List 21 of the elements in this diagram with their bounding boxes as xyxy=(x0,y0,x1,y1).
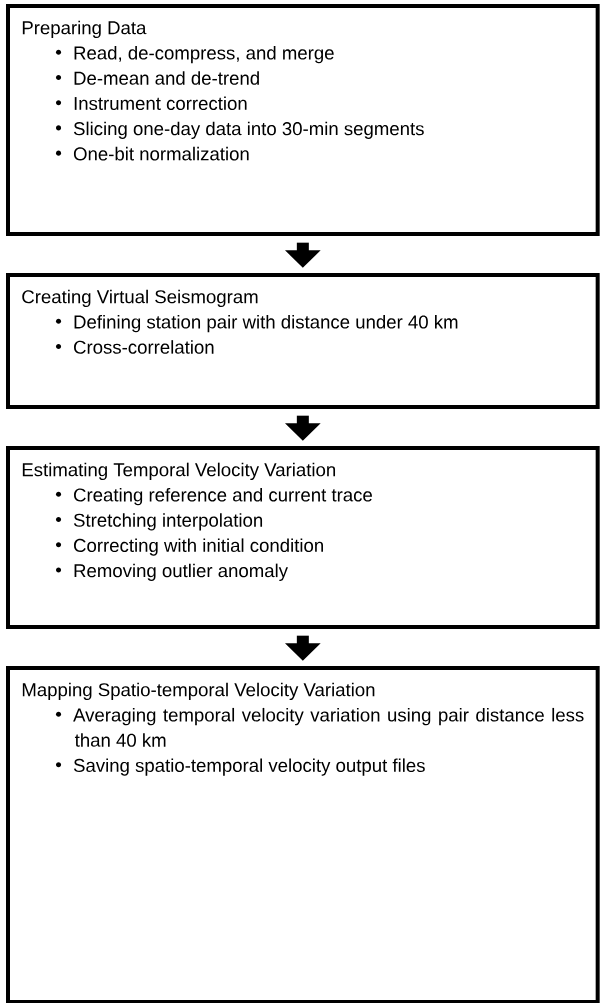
bullet-item: Removing outlier anomaly xyxy=(74,563,288,581)
bullet-item: Cross-correlation xyxy=(74,340,214,354)
bullet-item: Stretching interpolation xyxy=(73,513,263,531)
box-heading: Estimating Temporal Velocity Variation xyxy=(22,462,335,480)
bullet-item: Defining station pair with distance under 40 km xyxy=(74,314,458,333)
bullet-item: One-bit normalization xyxy=(73,146,249,161)
bullet-item: Averaging temporal velocity variation using pair distance less than 40 km xyxy=(73,707,584,747)
process-box xyxy=(6,273,600,409)
box-heading: Mapping Spatio-temporal Velocity Variation xyxy=(22,682,375,700)
bullet-item: Correcting with initial condition xyxy=(74,538,323,556)
bullet-item: Slicing one-day data into 30-min segments xyxy=(73,121,424,139)
box-heading: Preparing Data xyxy=(22,20,147,38)
bullet-item: Instrument correction xyxy=(74,96,247,111)
process-box xyxy=(6,446,600,629)
bullet-item: Saving spatio-temporal velocity output files xyxy=(73,758,425,776)
bullet-item: Creating reference and current trace xyxy=(74,487,372,506)
process-box xyxy=(6,4,600,236)
bullet-item: Read, de-compress, and merge xyxy=(74,45,334,64)
box-heading: Creating Virtual Seismogram xyxy=(22,289,258,307)
process-box xyxy=(6,666,600,1003)
bullet-item: De-mean and de-trend xyxy=(74,71,259,85)
